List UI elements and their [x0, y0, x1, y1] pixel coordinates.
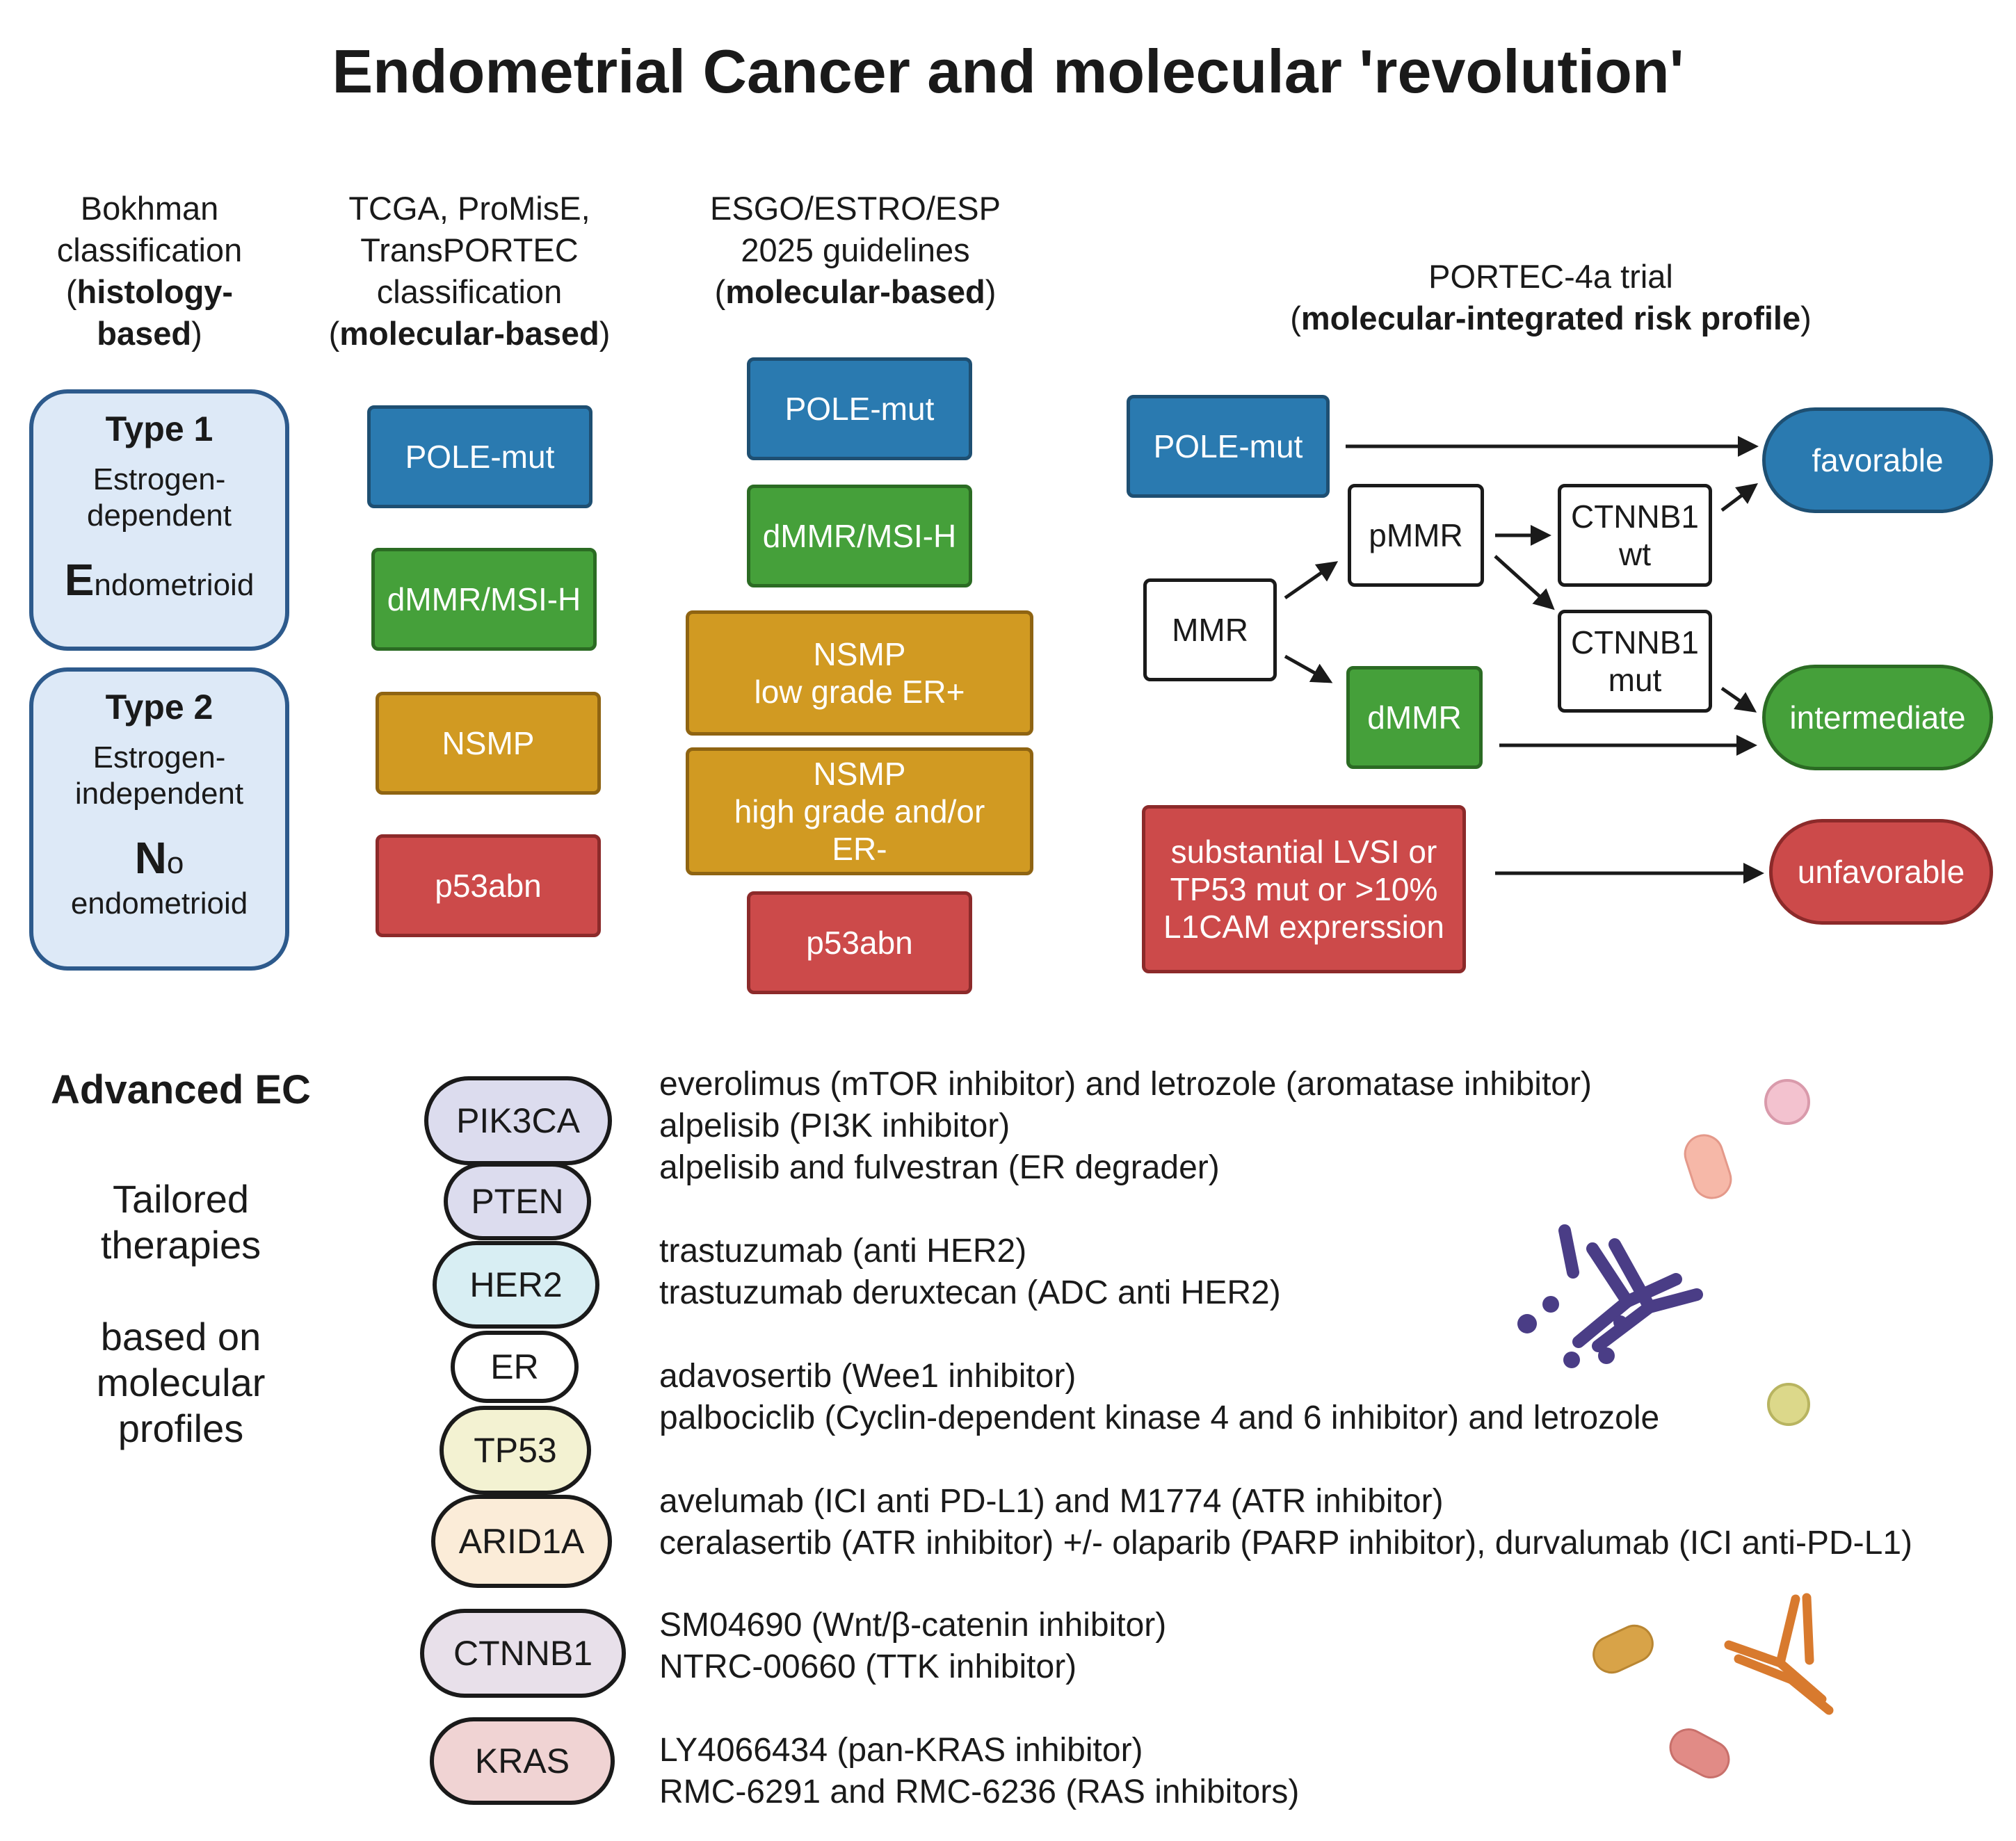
therapy-group-ctnnb1: SM04690 (Wnt/β-catenin inhibitor) NTRC-0…	[659, 1607, 1167, 1685]
capsule-icon	[1592, 1624, 1654, 1674]
header-bokhman: Bokhman classification (histology- based…	[56, 190, 243, 352]
portec-favorable: favorable	[1762, 407, 1993, 513]
gene-tp53: TP53	[440, 1406, 591, 1495]
gene-kras: KRAS	[430, 1717, 615, 1805]
page-title: Endometrial Cancer and molecular 'revolu…	[332, 37, 1684, 106]
capsule-icon	[1684, 1134, 1732, 1199]
tcga-pole-mut: POLE-mut	[367, 405, 592, 508]
therapy-group-er-tp53: adavosertib (Wee1 inhibitor) palbociclib…	[659, 1358, 1660, 1436]
antibody-icon	[1558, 1224, 1703, 1352]
advanced-ec-title: Advanced EC	[51, 1067, 311, 1112]
gene-pten: PTEN	[444, 1162, 591, 1240]
therapy-group-pik3ca-pten: everolimus (mTOR inhibitor) and letrozol…	[659, 1066, 1592, 1186]
esgo-pole-mut: POLE-mut	[747, 357, 972, 460]
portec-pmmr: pMMR	[1348, 484, 1484, 587]
antigen-icon	[1517, 1296, 1627, 1368]
arrow-mmr-dmmr	[1284, 654, 1333, 683]
therapy-group-arid1a: avelumab (ICI anti PD-L1) and M1774 (ATR…	[659, 1483, 1912, 1562]
arrow-ctnnb1mut-intermediate	[1720, 686, 1757, 713]
esgo-p53abn: p53abn	[747, 891, 972, 994]
header-portec: PORTEC-4a trial (molecular-integrated ri…	[1290, 258, 1812, 336]
arrow-mmr-pmmr	[1284, 561, 1339, 600]
capsule-icon	[1669, 1728, 1730, 1778]
portec-dmmr: dMMR	[1346, 666, 1483, 769]
type2-box: Type 2 Estrogen- independent No endometr…	[29, 667, 289, 971]
type1-box: Type 1 Estrogen- dependent Endometrioid	[29, 389, 289, 651]
portec-mmr: MMR	[1143, 578, 1277, 681]
gene-pik3ca: PIK3CA	[424, 1076, 612, 1165]
antibody-icon	[1724, 1593, 1834, 1715]
pill-icon	[1767, 1383, 1810, 1426]
therapy-group-kras: LY4066434 (pan-KRAS inhibitor) RMC-6291 …	[659, 1732, 1300, 1810]
arrow-pmmr-ctnnb1mut	[1494, 555, 1555, 610]
tcga-dmmr-msi-h: dMMR/MSI-H	[371, 548, 597, 651]
tcga-p53abn: p53abn	[376, 834, 601, 937]
arrow-ctnnb1wt-favorable	[1720, 483, 1758, 512]
therapy-group-her2: trastuzumab (anti HER2) trastuzumab deru…	[659, 1233, 1281, 1311]
gene-er: ER	[451, 1331, 579, 1403]
advanced-ec-subtitle: Tailored therapies based on molecular pr…	[96, 1177, 266, 1450]
header-esgo: ESGO/ESTRO/ESP 2025 guidelines (molecula…	[710, 190, 1001, 310]
esgo-dmmr-msi-h: dMMR/MSI-H	[747, 485, 972, 587]
portec-intermediate: intermediate	[1762, 665, 1993, 770]
pill-icon	[1764, 1079, 1810, 1125]
gene-her2: HER2	[433, 1241, 599, 1329]
portec-unfavorable: unfavorable	[1769, 819, 1993, 925]
header-tcga: TCGA, ProMisE, TransPORTEC classificatio…	[328, 190, 611, 352]
portec-pole-mut: POLE-mut	[1127, 395, 1330, 498]
tcga-nsmp: NSMP	[376, 692, 601, 795]
gene-arid1a: ARID1A	[431, 1495, 612, 1588]
gene-ctnnb1: CTNNB1	[420, 1609, 626, 1698]
